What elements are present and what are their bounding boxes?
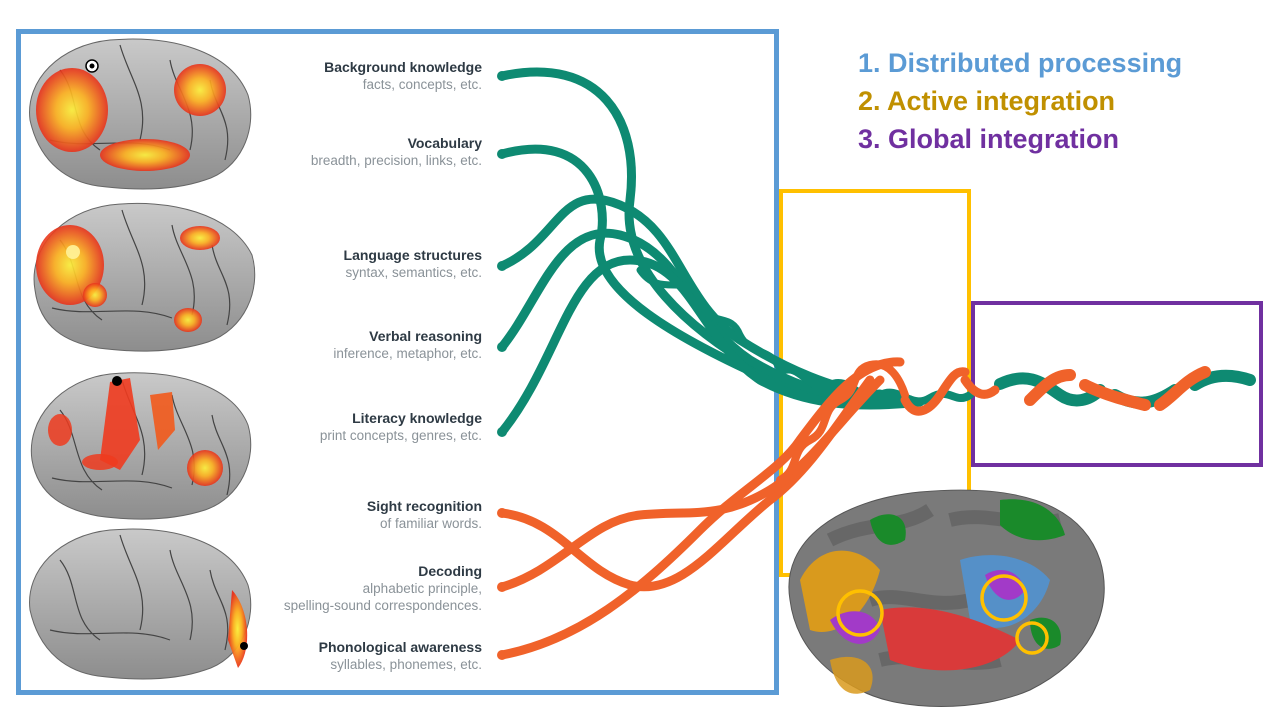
- strand-twist-4: [900, 367, 970, 416]
- strand-label-literacy-knowledge: Literacy knowledge print concepts, genre…: [320, 410, 482, 444]
- strand-subtitle: print concepts, genres, etc.: [319, 428, 482, 443]
- strand-subtitle: of familiar words.: [379, 516, 482, 531]
- strand-labels: Background knowledge facts, concepts, et…: [250, 0, 482, 720]
- brain-map-1: [29, 38, 252, 190]
- legend: 1. Distributed processing 2. Active inte…: [858, 44, 1182, 158]
- strand-label-sight-recognition: Sight recognition of familiar words.: [367, 498, 482, 532]
- strand-endpoints: [497, 71, 507, 660]
- strand-label-verbal-reasoning: Verbal reasoning inference, metaphor, et…: [333, 328, 482, 362]
- strand-subtitle: breadth, precision, links, etc.: [310, 153, 482, 168]
- legend-item-global: 3. Global integration: [858, 124, 1120, 154]
- strand-label-phonological-awareness: Phonological awareness syllables, phonem…: [319, 639, 482, 673]
- strand-label-vocabulary: Vocabulary breadth, precision, links, et…: [311, 135, 482, 169]
- strand-label-language-structures: Language structures syntax, semantics, e…: [344, 247, 482, 281]
- strand-label-background-knowledge: Background knowledge facts, concepts, et…: [324, 59, 482, 93]
- brain-map-3: [30, 372, 252, 520]
- endpoint-dot: [497, 427, 507, 437]
- strand-subtitle: alphabetic principle,: [362, 581, 482, 596]
- strand-twist-5: [960, 375, 1000, 399]
- strand-subtitle-2: spelling-sound correspondences.: [283, 598, 482, 613]
- strand-curve-decoding: [497, 375, 885, 592]
- strand-title: Phonological awareness: [318, 639, 482, 655]
- strand-global-3: [1189, 369, 1256, 391]
- strand-twist-3: [776, 360, 909, 484]
- endpoint-dot: [497, 508, 507, 518]
- endpoint-dot: [497, 261, 507, 271]
- strand-title: Language structures: [343, 247, 482, 263]
- legend-item-active: 2. Active integration: [858, 86, 1116, 116]
- strand-title: Decoding: [418, 563, 482, 579]
- strand-label-decoding: Decoding alphabetic principle, spelling-…: [284, 563, 482, 614]
- strand-subtitle: syntax, semantics, etc.: [345, 265, 482, 280]
- strand-global-5: [1079, 379, 1151, 411]
- strand-title: Verbal reasoning: [369, 328, 482, 344]
- strand-subtitle: syllables, phonemes, etc.: [330, 657, 482, 672]
- hub-circle-2: [980, 574, 1028, 622]
- hub-circle-1: [836, 589, 884, 637]
- strand-title: Vocabulary: [407, 135, 482, 151]
- hub-circle-3: [1015, 621, 1049, 655]
- strand-curve-phonological-awareness: [497, 357, 905, 660]
- strand-title: Background knowledge: [324, 59, 482, 75]
- endpoint-dot: [497, 650, 507, 660]
- strand-global-6: [1154, 366, 1211, 411]
- word-recognition-strands: [497, 357, 1211, 660]
- strand-global-4: [1024, 369, 1076, 406]
- strand-twist-1: [636, 266, 784, 374]
- legend-item-distributed: 1. Distributed processing: [858, 48, 1183, 78]
- brain-map-4: [29, 528, 252, 680]
- strand-subtitle: inference, metaphor, etc.: [333, 346, 482, 361]
- strand-title: Sight recognition: [366, 498, 482, 514]
- language-comprehension-strands: [497, 67, 1256, 437]
- endpoint-dot: [497, 149, 507, 159]
- strand-curve-literacy-knowledge: [497, 255, 925, 437]
- strand-subtitle: facts, concepts, etc.: [362, 77, 482, 92]
- brain-map-2: [33, 202, 256, 352]
- strand-global-1: [994, 372, 1106, 407]
- endpoint-dot: [497, 582, 507, 592]
- endpoint-dot: [497, 71, 507, 81]
- endpoint-dot: [497, 342, 507, 352]
- strand-title: Literacy knowledge: [352, 410, 482, 426]
